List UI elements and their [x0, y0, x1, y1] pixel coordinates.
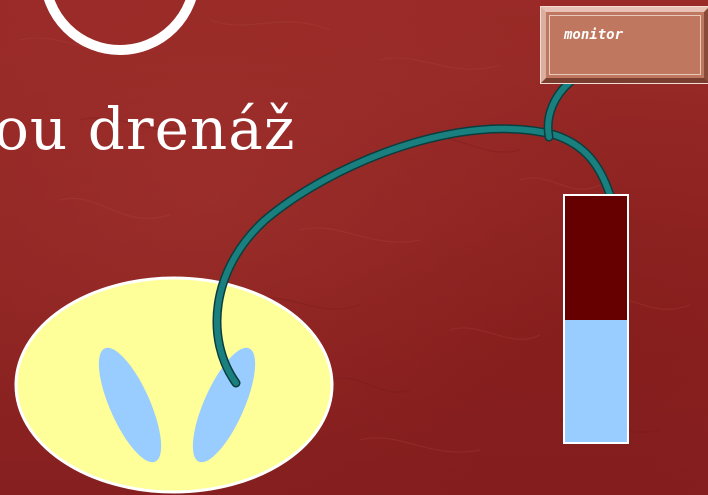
monitor-box: monitor	[540, 6, 708, 84]
monitor-inner-frame	[549, 15, 701, 75]
top-circle-outline	[44, 0, 196, 55]
drainage-bag	[563, 194, 629, 444]
slide-title: ou drenáž	[0, 95, 296, 163]
drainage-tube	[212, 77, 615, 388]
monitor-label: monitor	[564, 27, 624, 43]
left-ventricle	[98, 347, 162, 463]
drainage-bag-outline	[563, 194, 629, 444]
drainage-bag-blood	[564, 195, 628, 320]
brain-cross-section	[14, 276, 334, 494]
drainage-bag-fluid	[564, 320, 628, 443]
right-ventricle	[192, 347, 256, 463]
